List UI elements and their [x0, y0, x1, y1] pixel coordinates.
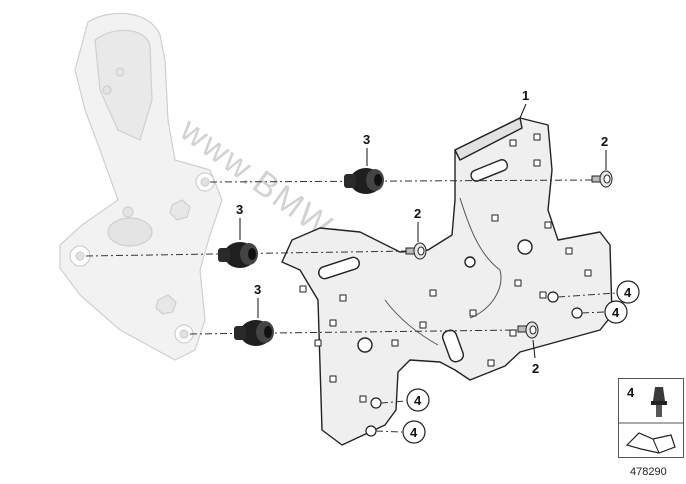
callout-4-left-lower: 4 — [402, 420, 426, 444]
grommet-lower — [234, 320, 274, 346]
leader-lines — [239, 103, 607, 359]
svg-text:4: 4 — [612, 305, 620, 320]
svg-text:4: 4 — [414, 393, 422, 408]
frame-bracket-ghost — [59, 12, 223, 361]
rivet-nut-icon — [619, 387, 683, 424]
callout-4-left-upper: 4 — [406, 388, 430, 412]
callout-4-right-upper: 4 — [616, 280, 640, 304]
legend-number: 4 — [627, 385, 635, 400]
callout-3-lower: 3 — [254, 282, 261, 297]
callout-1: 1 — [522, 88, 529, 103]
legend-box: 4 — [618, 378, 684, 458]
callout-2-upper: 2 — [601, 134, 608, 149]
grommet-middle — [218, 242, 258, 268]
grommet-upper — [344, 168, 384, 194]
callout-3-middle: 3 — [236, 202, 243, 217]
carrier-plate — [281, 117, 613, 446]
svg-text:4: 4 — [624, 285, 632, 300]
callout-2-lower: 2 — [532, 361, 539, 376]
screw-middle — [405, 242, 427, 260]
callout-2-middle: 2 — [414, 206, 421, 221]
screw-lower — [517, 321, 539, 339]
callout-4-right-lower: 4 — [604, 300, 628, 324]
reference-number: 478290 — [630, 466, 667, 478]
screw-upper — [591, 170, 613, 188]
svg-text:4: 4 — [410, 425, 418, 440]
arrow-icon — [625, 432, 676, 454]
callout-3-upper: 3 — [363, 132, 370, 147]
